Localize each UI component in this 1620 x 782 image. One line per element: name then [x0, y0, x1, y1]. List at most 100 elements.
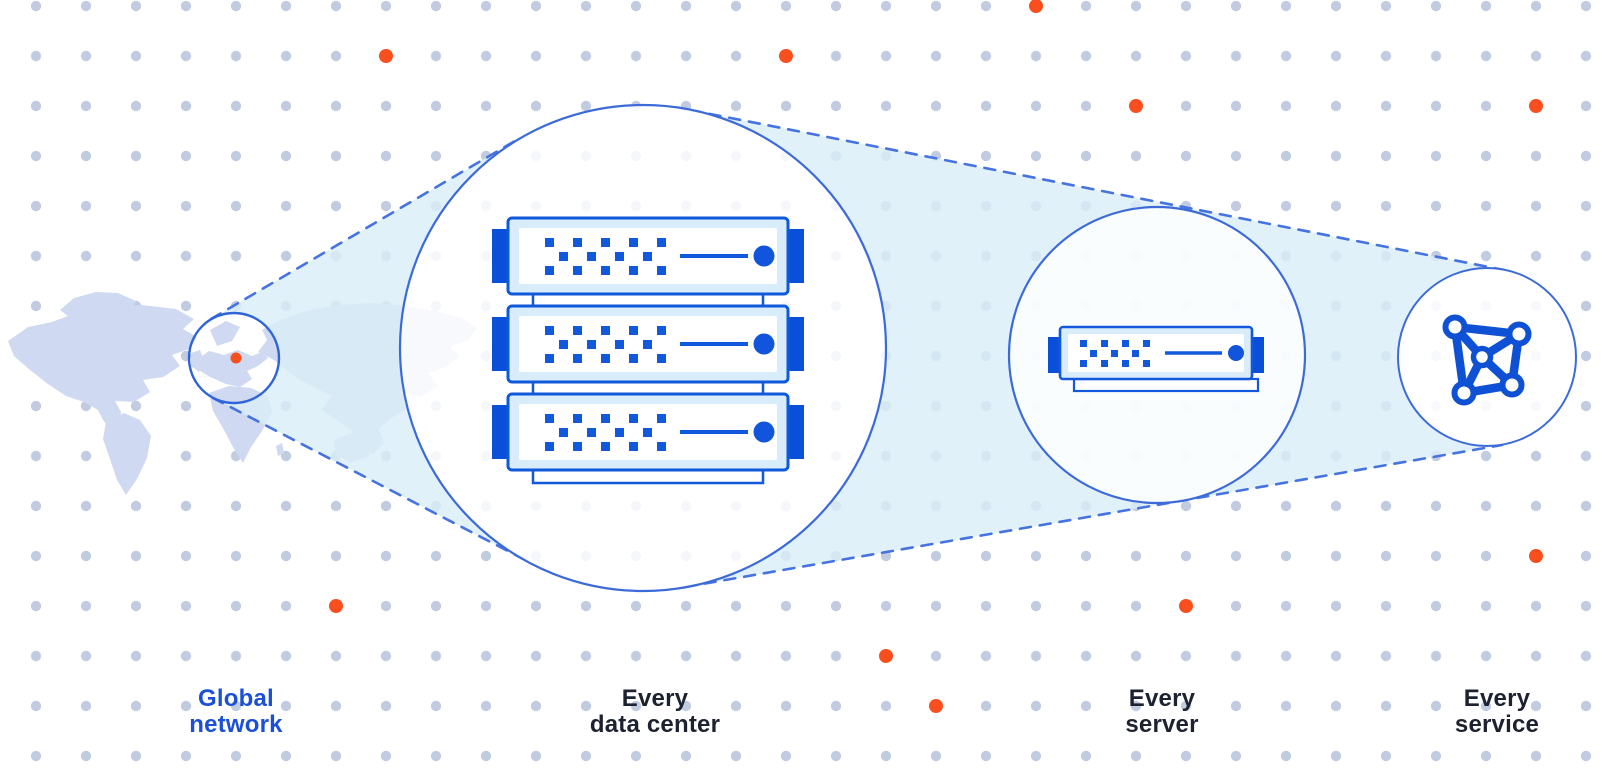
grid-dot	[1380, 600, 1392, 612]
grid-dot	[1580, 250, 1592, 262]
grid-dot	[280, 550, 292, 562]
grid-dot	[280, 450, 292, 462]
grid-dot	[630, 50, 642, 62]
grid-dot	[1430, 150, 1442, 162]
grid-dot	[1530, 50, 1542, 62]
grid-dot	[1580, 650, 1592, 662]
grid-dot	[230, 650, 242, 662]
grid-dot	[380, 750, 392, 762]
grid-dot	[580, 100, 592, 112]
grid-dot	[1230, 750, 1242, 762]
grid-dot	[130, 0, 142, 12]
grid-dot	[1480, 550, 1492, 562]
zoom-cone-left	[211, 138, 531, 563]
grid-dot	[930, 0, 942, 12]
grid-dot	[1580, 150, 1592, 162]
grid-dot	[1580, 750, 1592, 762]
grid-dot	[280, 200, 292, 212]
grid-dot	[1280, 600, 1292, 612]
grid-dot	[780, 700, 792, 712]
grid-dot	[930, 750, 942, 762]
grid-dot	[930, 600, 942, 612]
grid-dot	[580, 0, 592, 12]
server-led-pattern	[1080, 340, 1150, 367]
grid-dot	[30, 100, 42, 112]
grid-dot	[180, 750, 192, 762]
grid-dot	[1080, 0, 1092, 12]
grid-dot	[980, 550, 992, 562]
grid-dot	[780, 100, 792, 112]
grid-dot	[1580, 300, 1592, 312]
grid-dot	[1080, 600, 1092, 612]
grid-dot	[1480, 150, 1492, 162]
grid-dot	[280, 0, 292, 12]
grid-dot	[180, 550, 192, 562]
grid-dot	[1080, 700, 1092, 712]
grid-dot	[30, 600, 42, 612]
grid-dot	[1330, 150, 1342, 162]
grid-dot	[30, 450, 42, 462]
grid-dot	[80, 600, 92, 612]
map-north-america	[8, 305, 197, 430]
grid-dot	[780, 600, 792, 612]
grid-accent-dot	[379, 49, 393, 63]
grid-dot	[1380, 700, 1392, 712]
server-tab-right	[1252, 337, 1264, 373]
grid-dot	[1130, 50, 1142, 62]
grid-dot	[1180, 650, 1192, 662]
grid-dot	[530, 100, 542, 112]
grid-dot	[180, 0, 192, 12]
grid-dot	[630, 600, 642, 612]
label-every-server: Every server	[1125, 686, 1198, 738]
grid-dot	[980, 100, 992, 112]
grid-dot	[430, 750, 442, 762]
grid-accent-dot	[1129, 99, 1143, 113]
grid-dot	[1280, 0, 1292, 12]
grid-accent-dot	[779, 49, 793, 63]
grid-dot	[1380, 500, 1392, 512]
grid-dot	[480, 700, 492, 712]
grid-dot	[480, 650, 492, 662]
grid-dot	[780, 650, 792, 662]
grid-dot	[1430, 500, 1442, 512]
grid-dot	[430, 150, 442, 162]
grid-dot	[430, 100, 442, 112]
grid-dot	[1330, 750, 1342, 762]
grid-dot	[1530, 450, 1542, 462]
grid-dot	[230, 100, 242, 112]
network-mesh-icon	[1442, 314, 1532, 406]
grid-dot	[580, 50, 592, 62]
grid-dot	[630, 750, 642, 762]
grid-dot	[330, 0, 342, 12]
grid-dot	[1230, 550, 1242, 562]
grid-dot	[80, 250, 92, 262]
grid-dot	[830, 100, 842, 112]
grid-dot	[30, 300, 42, 312]
grid-dot	[1280, 650, 1292, 662]
grid-dot	[1130, 600, 1142, 612]
grid-dot	[130, 550, 142, 562]
grid-dot	[1530, 600, 1542, 612]
grid-dot	[1430, 100, 1442, 112]
grid-dot	[380, 700, 392, 712]
grid-dot	[130, 150, 142, 162]
grid-dot	[230, 50, 242, 62]
location-dot-icon	[230, 352, 242, 364]
grid-dot	[930, 650, 942, 662]
grid-dot	[280, 600, 292, 612]
grid-dot	[530, 750, 542, 762]
dashed-line-top-right	[688, 108, 1506, 272]
grid-dot	[80, 450, 92, 462]
grid-dot	[80, 200, 92, 212]
grid-dot	[180, 250, 192, 262]
label-line: data center	[589, 711, 721, 738]
label-global-network: Global network	[189, 686, 282, 738]
grid-dot	[1030, 550, 1042, 562]
grid-dot	[630, 650, 642, 662]
grid-dot	[80, 100, 92, 112]
grid-dot	[530, 600, 542, 612]
grid-dot	[1530, 200, 1542, 212]
grid-accent-dot	[929, 699, 943, 713]
grid-dot	[980, 150, 992, 162]
